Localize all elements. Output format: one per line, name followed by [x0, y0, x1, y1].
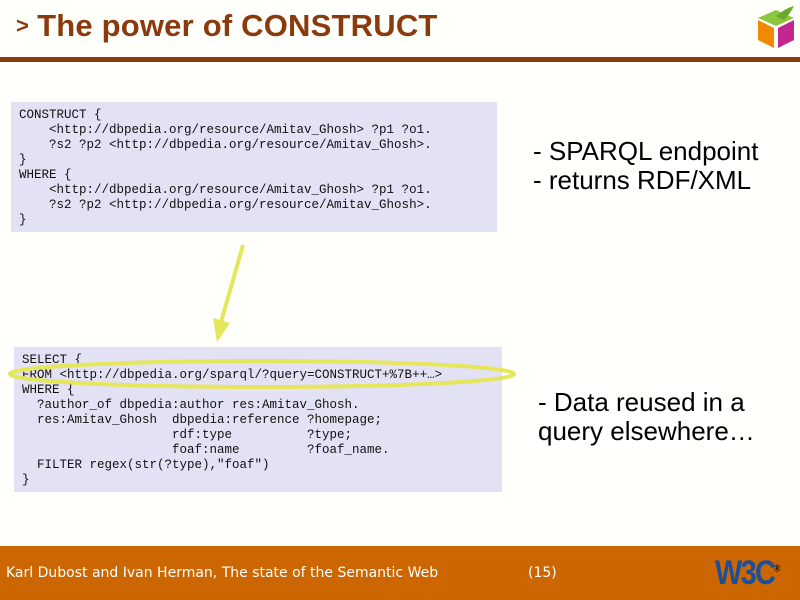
construct-query-code: CONSTRUCT { <http://dbpedia.org/resource… [11, 102, 497, 232]
semantic-web-cube-logo [758, 6, 794, 48]
title-rule [0, 57, 800, 62]
arrow-icon [213, 244, 245, 342]
page-number: (15) [528, 565, 557, 581]
w3c-logo: W3C® [715, 554, 781, 593]
select-query-code: SELECT { FROM <http://dbpedia.org/sparql… [14, 347, 502, 492]
title-text: The power of CONSTRUCT [37, 8, 438, 43]
slide-title: > The power of CONSTRUCT [16, 8, 438, 44]
footer-bar: Karl Dubost and Ivan Herman, The state o… [0, 546, 800, 600]
footer-credit: Karl Dubost and Ivan Herman, The state o… [6, 565, 439, 581]
note-sparql-endpoint: - SPARQL endpoint - returns RDF/XML [533, 136, 759, 195]
w3c-logo-text: W3C [715, 554, 776, 592]
note-data-reused: - Data reused in a query elsewhere… [538, 387, 755, 446]
title-marker: > [16, 13, 30, 38]
registered-mark: ® [774, 563, 780, 575]
